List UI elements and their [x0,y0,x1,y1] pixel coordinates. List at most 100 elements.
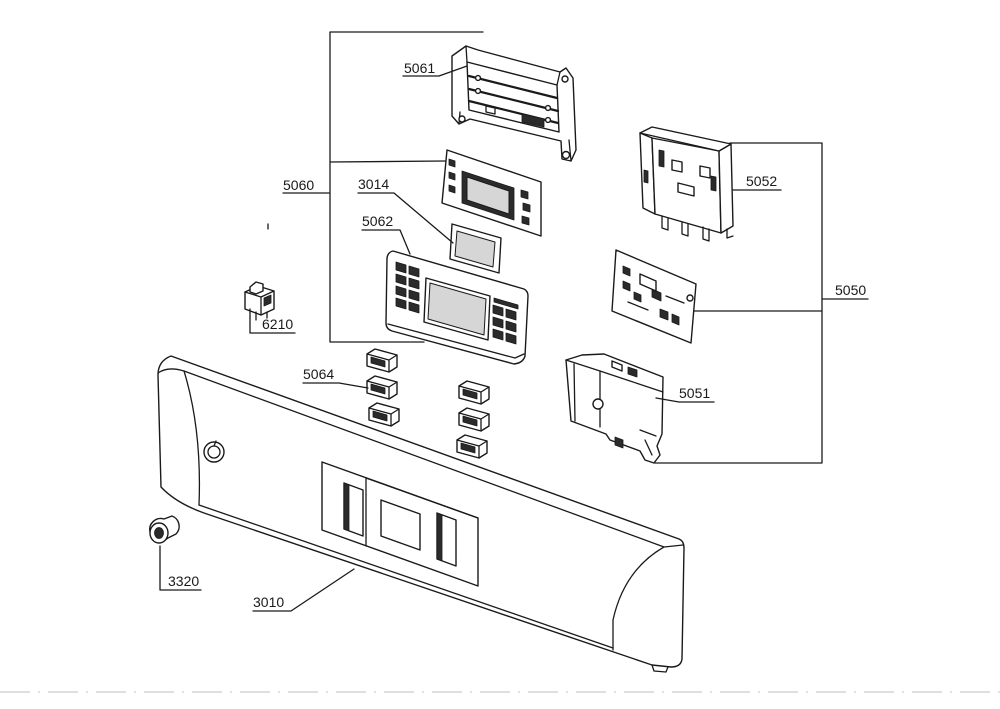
display-frame-key [492,328,504,341]
button-cap-edge [366,380,398,400]
power-circuit-board [611,249,697,344]
button-cap-face [372,410,388,422]
holder-square-hole [699,165,711,179]
board-component [522,202,531,213]
panel-display-window [380,499,421,551]
button-cap-face [370,383,386,395]
button-cap [368,402,400,427]
leader-6210 [249,317,296,334]
switch-edges [244,290,275,316]
holder-legs [661,215,734,242]
display-frame-key [505,332,517,345]
frame-tab [521,113,545,128]
holder-right-side [718,143,734,234]
holder-rib [643,169,649,184]
display-frame-key [395,285,407,298]
board-component [448,158,456,168]
frame-part-5061 [451,45,577,162]
button-cap [458,407,490,432]
button-cap-edge [456,439,488,459]
panel-front-top-edge [157,368,684,548]
holder-rib [658,149,665,168]
switch-part-6210 [244,281,275,321]
panel-display-divider [365,477,479,547]
button-cap-face [462,415,478,427]
display-frame-edge [387,323,525,359]
display-frame-key [395,261,407,274]
power-board-component [633,291,642,303]
board-component [521,215,530,226]
holder-square-hole [671,159,683,173]
board-component [448,171,456,181]
module-clip [614,436,624,449]
power-board-hole [686,294,694,302]
panel-knob-notch [213,440,217,447]
leader-3320 [159,545,202,591]
callout-label-5060: 5060 [283,177,314,193]
window-glass [454,230,496,268]
frame-mount-hole [561,75,569,83]
module-hole [592,398,604,410]
window-part-3014 [449,223,502,274]
holder-top-flange [639,126,732,152]
board-component [520,189,529,200]
leader-5051 [655,397,715,403]
button-cap-edge [458,412,490,432]
buttons-part-5064 [366,348,490,459]
frame-rail-knob [544,104,552,112]
leader-3010 [252,568,355,612]
frame-opening [466,61,560,133]
power-board-component [671,313,680,326]
holder-rib [710,175,717,192]
callout-label-5062: 5062 [362,213,393,229]
holder-slot [677,182,695,197]
frame-rail-knob [544,116,552,124]
panel-bottom-lip [198,504,614,649]
board-component [448,184,456,194]
leader-3014 [357,192,454,244]
callout-label-5051: 5051 [679,385,710,401]
display-frame-key-bar [493,297,519,310]
knob-center [154,527,164,539]
module-connector [627,366,638,378]
switch-pins [249,308,268,321]
panel-left-end [183,370,201,506]
display-frame-key [492,304,504,317]
panel-right-end [612,546,665,651]
button-cap [366,348,398,373]
callout-label-5052: 5052 [746,173,777,189]
panel-right-button-edge [436,512,443,562]
switch-window [263,294,272,307]
power-board-component [659,308,669,321]
button-cap-edge [366,353,398,373]
power-board-relay [639,273,657,292]
display-frame-key [408,277,420,290]
callout-label-3010: 3010 [253,594,284,610]
button-cap-face [460,442,476,454]
power-board-component [622,265,631,277]
leader-5062 [361,229,411,255]
display-frame-key [395,273,407,286]
control-panel-part-3010 [157,355,685,673]
frame-tab [485,105,496,115]
leader-5061 [402,65,468,77]
leader-5064 [302,382,369,389]
callout-label-5061: 5061 [404,60,435,76]
display-frame-key [492,316,504,329]
callout-label-3014: 3014 [358,176,389,192]
button-cap-face [462,388,478,400]
frame-rail-knob [474,87,482,95]
panel-knob-hole [203,441,225,463]
button-cap [366,375,398,400]
power-board-trace [627,295,685,311]
display-frame-key [408,289,420,302]
frame-rail-knob [474,74,482,82]
bracket-5060 [282,31,484,343]
display-frame-key [505,320,517,333]
panel-foot [651,664,669,673]
module-detail [639,429,657,456]
display-frame-key [505,308,517,321]
callout-label-5050: 5050 [835,282,866,298]
display-circuit-board [441,149,542,237]
